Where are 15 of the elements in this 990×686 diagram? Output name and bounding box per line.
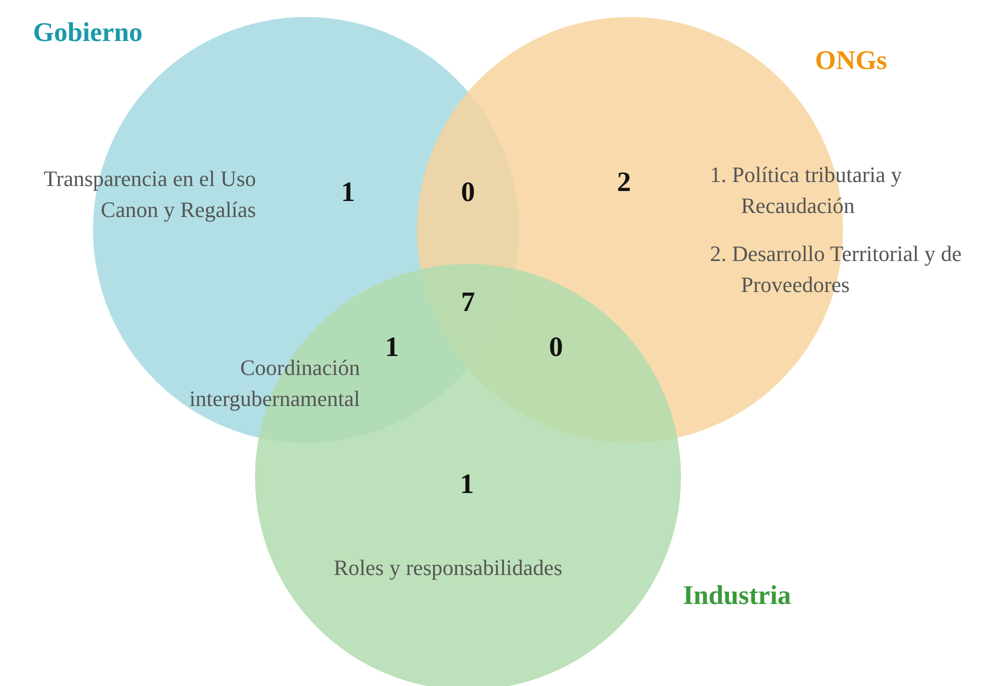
region-count: 1 xyxy=(459,469,475,501)
list-item: 1. Política tributaria y Recaudación xyxy=(710,161,903,220)
region-count: 1 xyxy=(384,332,400,364)
region-note: Coordinación intergubernamental xyxy=(188,354,360,413)
region-count: 1 xyxy=(340,177,356,209)
set-title: Gobierno xyxy=(33,16,143,48)
list-item: 2. Desarrollo Territorial y de Proveedores xyxy=(710,240,963,299)
region-count: 2 xyxy=(616,167,632,199)
region-count: 0 xyxy=(460,177,476,209)
region-count: 7 xyxy=(460,287,476,319)
set-title: Industria xyxy=(683,579,792,611)
region-count: 0 xyxy=(548,332,564,364)
region-note: Roles y responsabilidades xyxy=(332,554,564,582)
region-note: Transparencia en el Uso Canon y Regalías xyxy=(42,165,256,224)
set-title: ONGs xyxy=(815,44,888,76)
